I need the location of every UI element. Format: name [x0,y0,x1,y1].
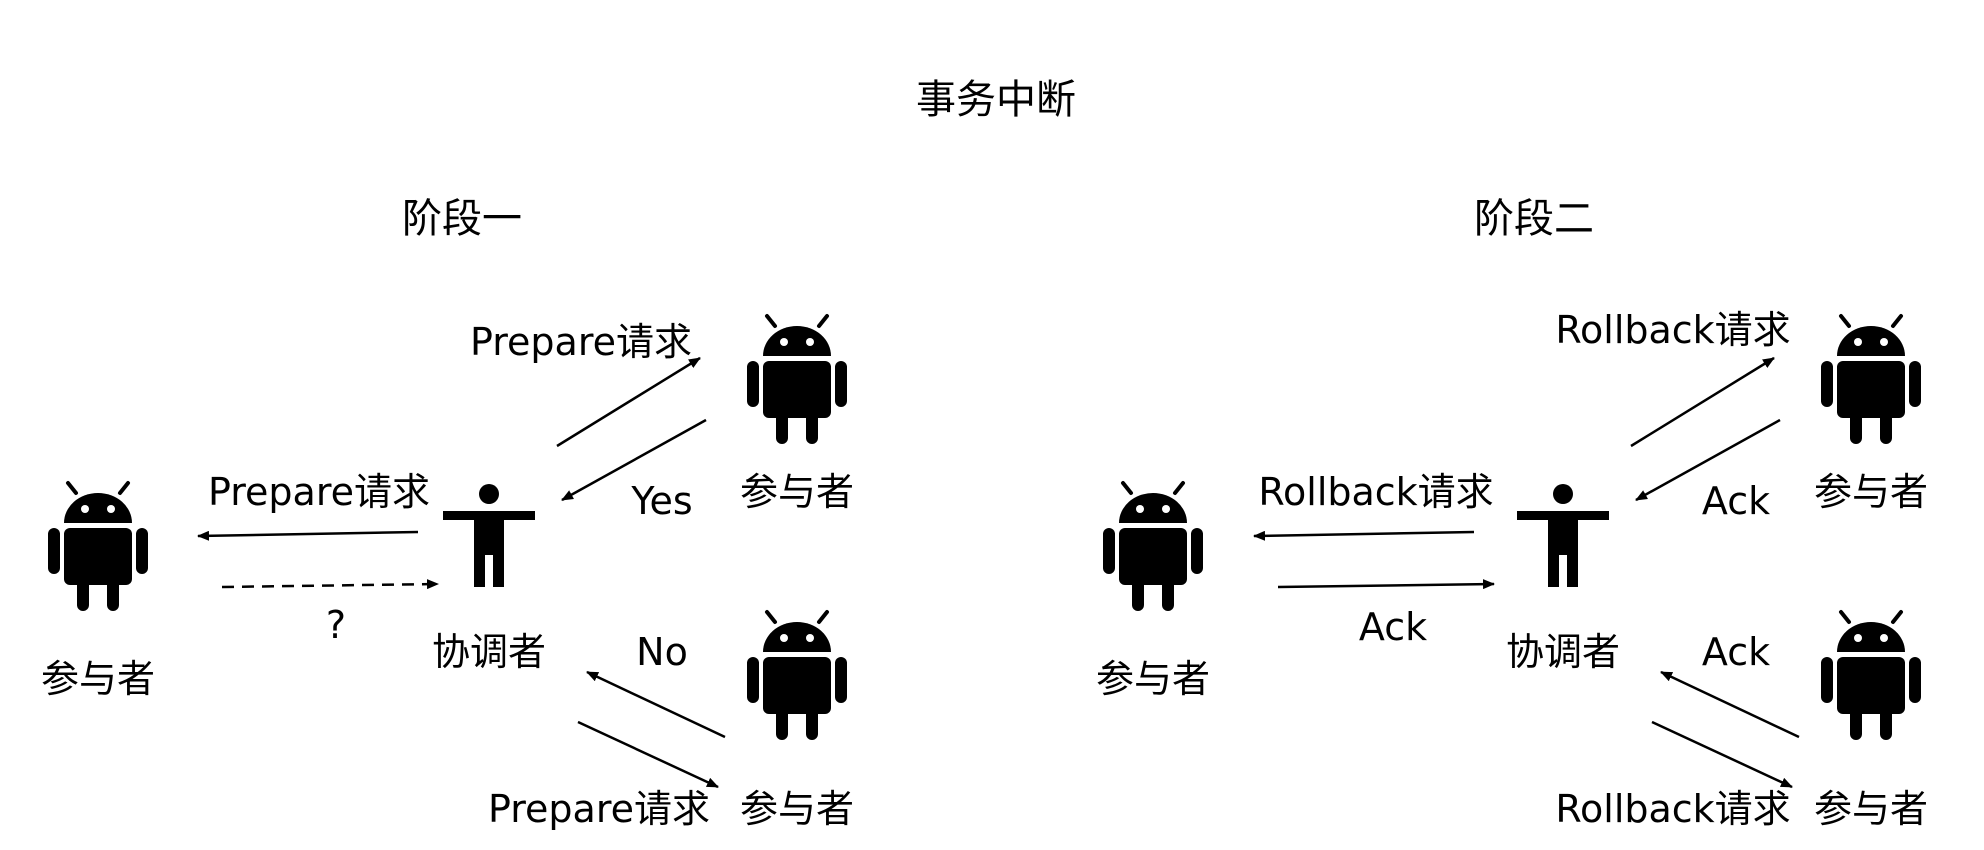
left-participant-label: 参与者 [1096,657,1210,701]
coordinator-label: 协调者 [432,630,546,674]
arrow-from-top-participant [561,418,707,502]
phase-two: 阶段二 参与者 参与者 参与者 协调者 Rollback请求 Ack Rollb… [1096,196,1928,831]
unknown-reply-label: ? [326,603,346,647]
arrow-to-left-participant [197,530,419,541]
rollback-request-top-label: Rollback请求 [1555,308,1790,352]
person-icon [443,484,535,587]
bottom-participant-label: 参与者 [1814,787,1928,831]
arrow-to-top-participant [556,356,701,448]
android-robot-icon [745,314,849,446]
arrow-to-top-participant [1630,356,1775,448]
arrow-to-bottom-participant [577,720,719,789]
rollback-request-left-label: Rollback请求 [1258,470,1493,514]
diagram-title: 事务中断 [916,77,1076,123]
phase-two-heading: 阶段二 [1474,196,1594,242]
arrow-to-left-participant [1253,530,1475,541]
android-robot-icon [1101,481,1205,613]
arrow-from-top-participant [1635,418,1781,502]
arrow-to-bottom-participant [1651,720,1793,789]
yes-reply-label: Yes [630,479,692,523]
android-robot-icon [745,610,849,742]
prepare-request-bottom-label: Prepare请求 [488,787,710,831]
ack-reply-bottom-label: Ack [1702,630,1770,674]
arrow-from-bottom-participant [586,670,726,739]
bottom-participant-label: 参与者 [740,787,854,831]
ack-reply-left-label: Ack [1359,605,1427,649]
ack-reply-top-label: Ack [1702,479,1770,523]
phase-one: 阶段一 参与者 参与者 参与者 协调者 Prepare请求 Yes Prepar… [41,196,854,831]
no-reply-label: No [636,630,688,674]
android-robot-icon [1819,610,1923,742]
left-participant-label: 参与者 [41,657,155,701]
phase-one-heading: 阶段一 [402,196,522,242]
prepare-request-left-label: Prepare请求 [208,470,430,514]
arrow-from-bottom-participant [1660,670,1800,739]
person-icon [1517,484,1609,587]
android-robot-icon [46,481,150,613]
top-participant-label: 参与者 [1814,470,1928,514]
top-participant-label: 参与者 [740,470,854,514]
coordinator-label: 协调者 [1506,630,1620,674]
android-robot-icon [1819,314,1923,446]
prepare-request-top-label: Prepare请求 [470,320,692,364]
rollback-request-bottom-label: Rollback请求 [1555,787,1790,831]
dashed-arrow-from-left-participant [221,579,439,590]
arrow-from-left-participant [1277,579,1495,590]
